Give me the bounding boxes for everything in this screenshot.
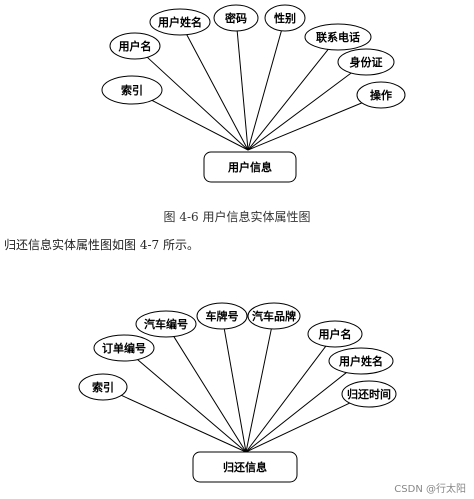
return-info-attribute-label: 车牌号 bbox=[206, 309, 239, 323]
user-info-attribute-ellipse bbox=[264, 4, 306, 32]
return-info-attribute-ellipse bbox=[135, 310, 197, 338]
return-info-attribute-ellipse bbox=[307, 320, 363, 348]
user-info-attribute-label: 身份证 bbox=[350, 55, 383, 69]
user-info-connector-line bbox=[146, 56, 249, 151]
paragraph-text: 归还信息实体属性图如图 4-7 所示。 bbox=[4, 238, 199, 252]
return-info-attribute-ellipse bbox=[341, 380, 397, 408]
user-info-connector-line bbox=[247, 49, 329, 151]
user-info-attribute-ellipse bbox=[356, 81, 406, 109]
user-info-connector-line bbox=[247, 102, 363, 151]
return-info-attribute-label: 用户姓名 bbox=[339, 354, 383, 368]
return-info-connector-line bbox=[245, 402, 350, 453]
return-info-attribute-label: 汽车品牌 bbox=[252, 309, 296, 323]
return-info-connector-line bbox=[245, 345, 327, 453]
return-info-attribute-ellipse bbox=[247, 302, 301, 330]
user-info-connector-line bbox=[151, 99, 249, 151]
user-info-attribute-label: 性别 bbox=[274, 11, 296, 25]
user-info-connector-line bbox=[186, 34, 249, 151]
return-info-attribute-ellipse bbox=[78, 373, 128, 401]
return-info-connector-line bbox=[245, 328, 272, 453]
user-info-attribute-ellipse bbox=[109, 32, 161, 60]
return-info-connector-line bbox=[173, 336, 247, 453]
user-info-attribute-ellipse bbox=[149, 8, 211, 36]
user-info-entity-box bbox=[203, 151, 297, 183]
user-info-attribute-ellipse bbox=[304, 23, 372, 51]
user-info-attribute-ellipse bbox=[213, 4, 259, 32]
user-info-attribute-label: 用户姓名 bbox=[158, 15, 202, 29]
return-info-attribute-ellipse bbox=[328, 347, 394, 375]
user-info-attribute-ellipse bbox=[101, 75, 163, 105]
user-info-attribute-label: 操作 bbox=[370, 88, 392, 102]
user-info-connector-line bbox=[247, 72, 352, 151]
return-info-attribute-label: 订单编号 bbox=[102, 341, 146, 355]
user-info-attribute-label: 用户名 bbox=[119, 39, 152, 53]
return-info-connector-line bbox=[245, 372, 347, 453]
return-info-attribute-label: 索引 bbox=[92, 380, 114, 394]
return-info-attribute-label: 汽车编号 bbox=[144, 317, 188, 331]
return-info-connector-line bbox=[121, 394, 247, 453]
return-info-attribute-ellipse bbox=[93, 334, 155, 362]
user-info-connector-line bbox=[247, 30, 282, 151]
user-info-attribute-label: 索引 bbox=[121, 83, 143, 97]
return-info-connector-line bbox=[223, 328, 247, 453]
user-info-attribute-label: 联系电话 bbox=[316, 30, 360, 44]
watermark-text: CSDN @行太阳 bbox=[394, 484, 466, 495]
return-info-attribute-ellipse bbox=[196, 302, 248, 330]
return-info-attribute-label: 归还时间 bbox=[347, 387, 391, 401]
figure-caption-4-6: 图 4-6 用户信息实体属性图 bbox=[163, 210, 311, 224]
return-info-entity-label: 归还信息 bbox=[223, 460, 267, 474]
return-info-attribute-label: 用户名 bbox=[319, 327, 352, 341]
user-info-attribute-ellipse bbox=[337, 48, 395, 76]
return-info-connector-line bbox=[137, 359, 247, 453]
user-info-entity-label: 用户信息 bbox=[228, 160, 272, 174]
user-info-attribute-label: 密码 bbox=[225, 11, 247, 25]
return-info-entity-box bbox=[192, 451, 298, 483]
return-info-er-diagram: 归还信息 索引 订单编号 汽车编号 车牌号汽车品牌用户名用户姓名归还时间 bbox=[78, 302, 397, 483]
user-info-connector-line bbox=[236, 30, 249, 151]
